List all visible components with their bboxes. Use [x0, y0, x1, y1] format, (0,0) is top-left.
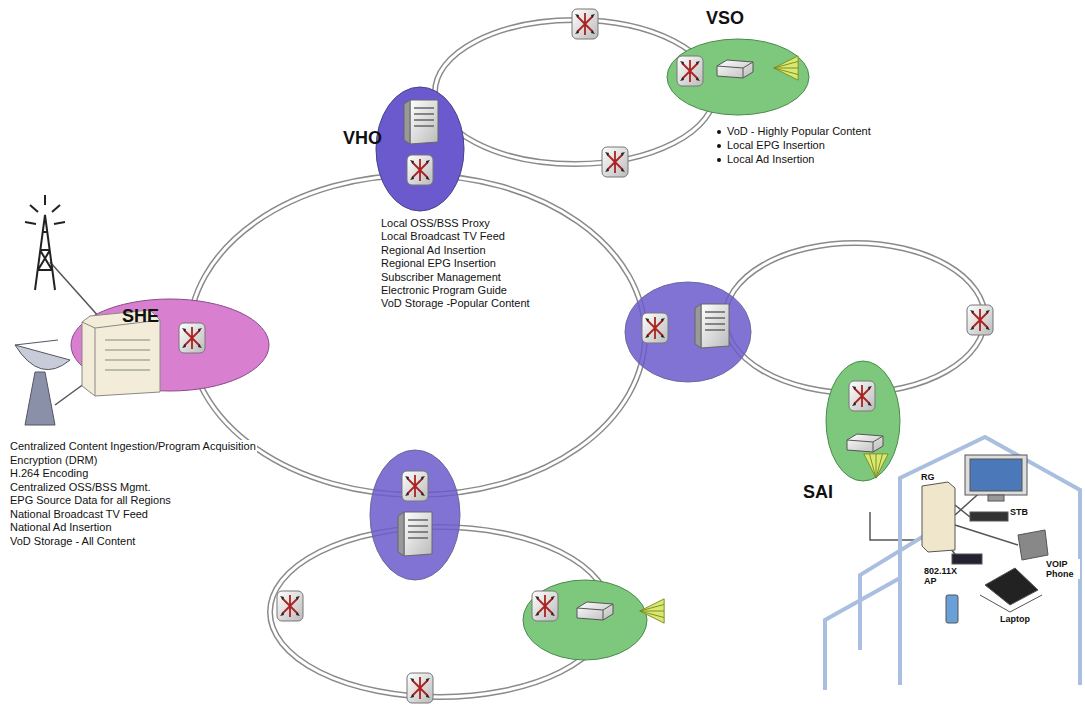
ellipse-outline [825, 360, 901, 482]
function-list-item: Electronic Program Guide [380, 284, 508, 297]
function-list-item: National Ad Insertion [9, 521, 113, 534]
function-list-item: Encryption (DRM) [9, 454, 98, 467]
function-list-item: Regional Ad Insertion [380, 244, 487, 257]
device-label: RG [921, 472, 935, 482]
function-list-item: Local OSS/BSS Proxy [380, 217, 491, 230]
function-list-item: H.264 Encoding [9, 467, 89, 480]
site-name: SAI [803, 482, 833, 503]
function-list-item: Centralized OSS/BSS Mgmt. [9, 481, 152, 494]
function-list-item: VoD Storage -Popular Content [380, 297, 531, 310]
site-name: VHO [343, 128, 382, 149]
site-ellipse: SAI [825, 360, 901, 482]
site-name: VSO [706, 8, 744, 29]
function-list-item: VoD - Highly Popular Content [726, 125, 872, 138]
function-list-item: Regional EPG Insertion [380, 257, 497, 270]
device-label: VOIP Phone [1046, 559, 1080, 579]
function-list-item: Local EPG Insertion [726, 139, 826, 152]
function-list-item: Subscriber Management [380, 271, 502, 284]
function-list-item: Local Broadcast TV Feed [380, 230, 506, 243]
function-list-item: VoD Storage - All Content [9, 535, 136, 548]
function-list-item: National Broadcast TV Feed [9, 508, 149, 521]
device-label: STB [1010, 507, 1028, 517]
function-list-item: EPG Source Data for all Regions [9, 494, 172, 507]
function-list-item: Local Ad Insertion [726, 153, 815, 166]
device-label: Laptop [1000, 614, 1030, 624]
function-list-item: Centralized Content Ingestion/Program Ac… [9, 440, 257, 453]
site-name: SHE [122, 306, 159, 327]
device-label: 802.11X AP [924, 566, 964, 586]
